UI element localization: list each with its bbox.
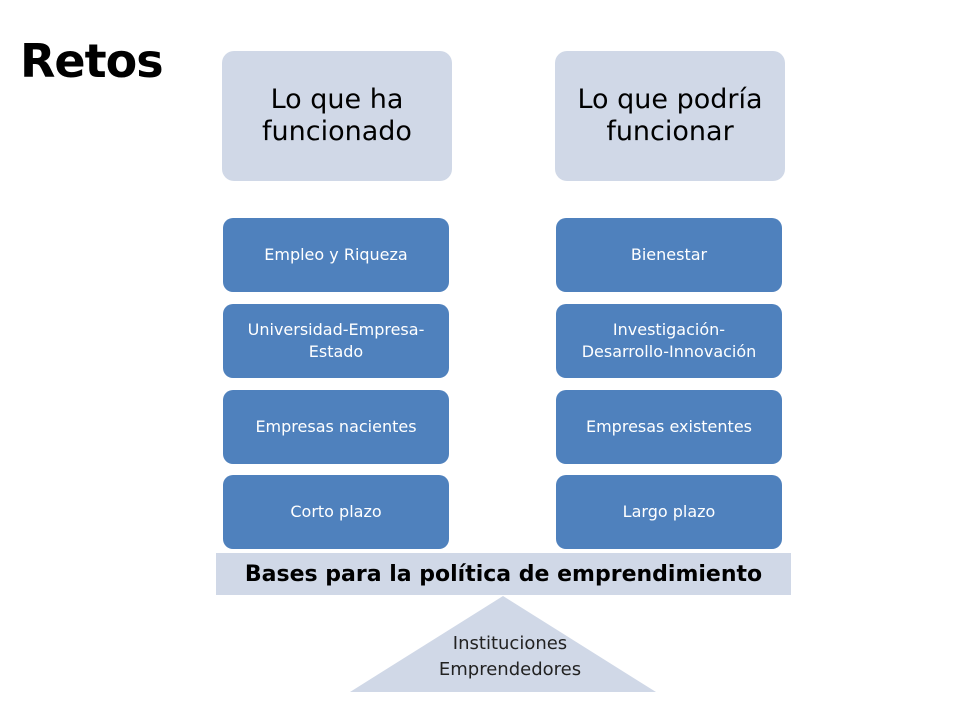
right-item-largo-plazo: Largo plazo [556,475,782,549]
left-item-universidad: Universidad-Empresa- Estado [223,304,449,378]
foundation-text: Instituciones Emprendedores [400,631,620,683]
left-item-empresas-nacientes: Empresas nacientes [223,390,449,464]
right-item-bienestar: Bienestar [556,218,782,292]
base-bar: Bases para la política de emprendimiento [216,553,791,595]
left-item-corto-plazo: Corto plazo [223,475,449,549]
slide-title: Retos [20,34,164,88]
foundation-triangle [350,596,656,692]
right-item-empresas-existentes: Empresas existentes [556,390,782,464]
foundation-line-2: Emprendedores [438,659,582,681]
left-column-header: Lo que ha funcionado [222,51,452,181]
foundation-line-1: Instituciones [452,633,568,654]
right-column-header: Lo que podría funcionar [555,51,785,181]
right-item-investigacion: Investigación- Desarrollo-Innovación [556,304,782,378]
left-item-empleo: Empleo y Riqueza [223,218,449,292]
